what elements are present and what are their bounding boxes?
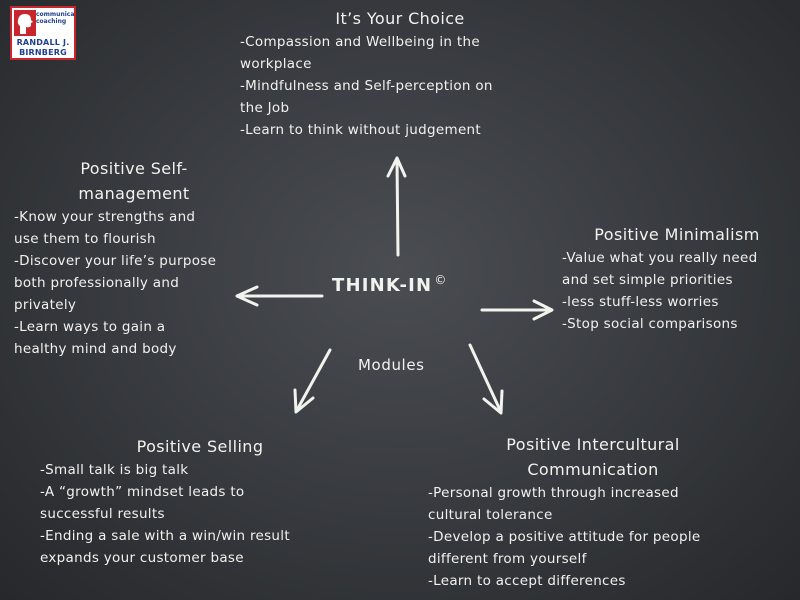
copyright-mark: ©: [434, 273, 448, 287]
logo: communication coaching RANDALL J. BIRNBE…: [10, 6, 76, 60]
arrow-down-left: [293, 348, 332, 414]
list-item: different from yourself: [428, 551, 587, 567]
list-item: -Learn to think without judgement: [240, 122, 482, 138]
list-item: -Know your strengths and: [14, 209, 196, 225]
list-item: -Mindfulness and Self-perception on: [240, 78, 493, 94]
module-self-management: Positive Self- management -Know your str…: [14, 156, 264, 360]
module-selling: Positive Selling -Small talk is big talk…: [40, 434, 370, 569]
module-self-management-title-line2: management: [78, 184, 190, 203]
list-item: -Ending a sale with a win/win result: [40, 528, 290, 544]
list-item: -Compassion and Wellbeing in the: [240, 34, 480, 50]
list-item: -Value what you really need: [562, 250, 758, 266]
module-minimalism-list: -Value what you really need and set simp…: [562, 247, 798, 335]
module-choice-list: -Compassion and Wellbeing in the workpla…: [240, 31, 560, 141]
list-item: -Personal growth through increased: [428, 485, 679, 501]
module-minimalism: Positive Minimalism -Value what you real…: [562, 222, 798, 335]
list-item: use them to flourish: [14, 231, 156, 247]
arrow-left: [235, 285, 324, 307]
arrow-up: [386, 156, 407, 257]
list-item: and set simple priorities: [562, 272, 733, 288]
logo-name: RANDALL J. BIRNBERG: [14, 38, 72, 58]
module-self-management-title: Positive Self- management: [14, 156, 254, 206]
logo-seal-text: communication coaching: [36, 11, 74, 25]
list-item: privately: [14, 297, 77, 313]
list-item: expands your customer base: [40, 550, 244, 566]
module-intercultural-list: -Personal growth through increased cultu…: [428, 482, 778, 592]
list-item: workplace: [240, 56, 312, 72]
modules-label: Modules: [358, 356, 425, 374]
list-item: -less stuff-less worries: [562, 294, 719, 310]
module-choice: It’s Your Choice -Compassion and Wellbei…: [240, 6, 560, 141]
module-self-management-list: -Know your strengths and use them to flo…: [14, 206, 264, 360]
list-item: both professionally and: [14, 275, 180, 291]
logo-name-line1: RANDALL J.: [16, 38, 70, 47]
list-item: -Learn to accept differences: [428, 573, 626, 589]
arrow-down-right: [468, 343, 504, 415]
list-item: -Stop social comparisons: [562, 316, 738, 332]
module-minimalism-title: Positive Minimalism: [594, 225, 760, 244]
list-item: -Discover your life’s purpose: [14, 253, 217, 269]
arrow-right: [480, 299, 554, 321]
center-title: THINK-IN©: [332, 273, 448, 296]
module-intercultural-title: Positive Intercultural Communication: [428, 432, 758, 482]
profile-seal-icon: [14, 10, 36, 36]
module-selling-title: Positive Selling: [136, 437, 264, 456]
list-item: -Learn ways to gain a: [14, 319, 166, 335]
module-selling-list: -Small talk is big talk -A “growth” mind…: [40, 459, 370, 569]
list-item: -A “growth” mindset leads to: [40, 484, 245, 500]
module-intercultural: Positive Intercultural Communication -Pe…: [428, 432, 778, 592]
module-choice-title: It’s Your Choice: [335, 9, 465, 28]
list-item: successful results: [40, 506, 165, 522]
center-title-text: THINK-IN: [332, 275, 433, 296]
list-item: healthy mind and body: [14, 341, 177, 357]
module-intercultural-title-line1: Positive Intercultural: [506, 435, 680, 454]
logo-name-line2: BIRNBERG: [19, 48, 67, 57]
head-silhouette-icon: [17, 14, 33, 34]
list-item: -Develop a positive attitude for people: [428, 529, 701, 545]
module-intercultural-title-line2: Communication: [527, 460, 659, 479]
list-item: the Job: [240, 100, 290, 116]
module-self-management-title-line1: Positive Self-: [80, 159, 188, 178]
list-item: cultural tolerance: [428, 507, 553, 523]
list-item: -Small talk is big talk: [40, 462, 189, 478]
